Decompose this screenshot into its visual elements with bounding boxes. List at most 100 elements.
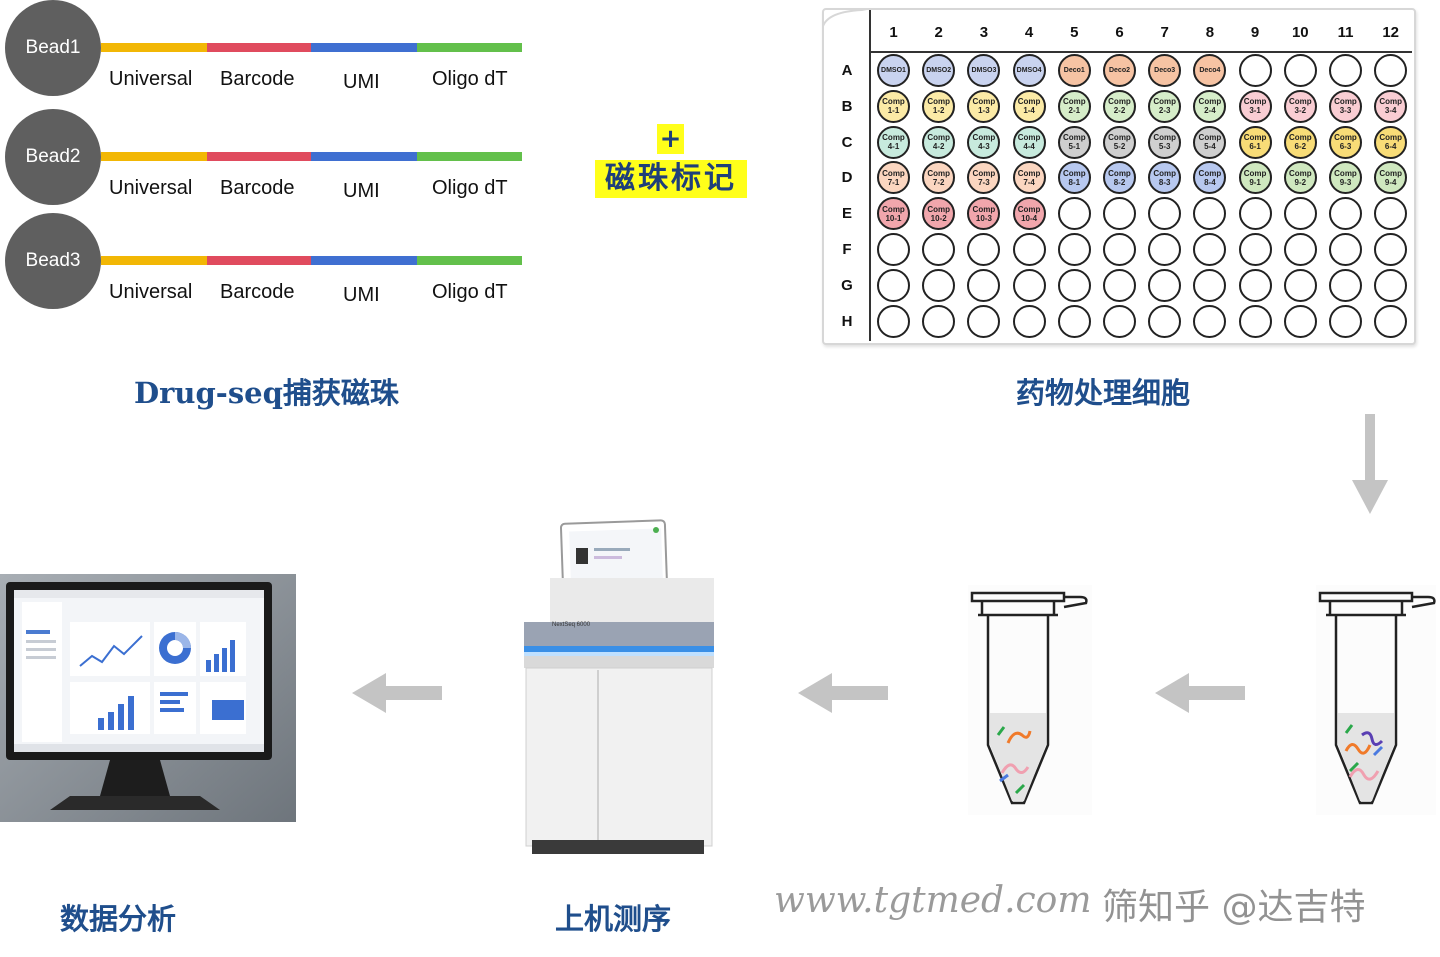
sample-tube-icon <box>968 585 1092 815</box>
well: Comp 2-3 <box>1148 89 1182 123</box>
plate-row-divider <box>869 10 871 341</box>
barcode-segment <box>207 152 311 161</box>
well <box>877 233 910 266</box>
well: Comp 1-2 <box>922 89 956 123</box>
segment-label-barcode: Barcode <box>220 68 295 90</box>
column-header: 7 <box>1160 24 1169 41</box>
well: Comp 3-2 <box>1283 89 1317 123</box>
well <box>922 304 956 338</box>
well <box>1103 233 1136 266</box>
well <box>1103 304 1136 338</box>
well: Comp 8-4 <box>1193 161 1227 195</box>
well: Comp 3-3 <box>1329 89 1362 123</box>
arrow-down-icon <box>1352 414 1388 514</box>
well: Comp 9-2 <box>1283 161 1317 195</box>
column-header: 9 <box>1250 24 1260 41</box>
segment-label-oligo-dt: Oligo dT <box>432 281 508 303</box>
segment-label-barcode: Barcode <box>220 281 295 303</box>
well <box>1283 268 1317 302</box>
analysis-monitor-image <box>0 574 296 822</box>
well: Comp 9-4 <box>1374 161 1408 195</box>
bead-row-1: Bead1 Universal Barcode UMI Oligo dT <box>0 0 540 100</box>
well <box>1283 197 1317 231</box>
well <box>967 233 1001 266</box>
well: Comp 2-2 <box>1103 89 1136 123</box>
umi-segment <box>311 152 417 161</box>
well: Comp 3-4 <box>1374 89 1408 123</box>
well <box>967 268 1001 302</box>
well: Comp 7-2 <box>922 161 956 195</box>
well <box>1283 233 1317 266</box>
bead-circle: Bead3 <box>5 213 101 309</box>
umi-segment <box>311 43 417 52</box>
well: Comp 10-1 <box>877 197 910 231</box>
well: Deco1 <box>1057 54 1091 87</box>
well: Comp 2-4 <box>1193 89 1227 123</box>
well <box>1238 197 1272 231</box>
well: Comp 9-3 <box>1329 161 1362 195</box>
well <box>1283 54 1317 87</box>
well: DMSO3 <box>967 54 1001 87</box>
well: Comp 6-2 <box>1283 125 1317 159</box>
well <box>1374 197 1408 231</box>
segment-label-umi: UMI <box>343 284 380 306</box>
bead-circle: Bead2 <box>5 109 101 205</box>
bead-name: Bead2 <box>25 146 81 167</box>
plus-sign: + <box>657 124 684 154</box>
well <box>1238 233 1272 266</box>
well <box>1103 197 1136 231</box>
well: Comp 7-3 <box>967 161 1001 195</box>
well: Comp 4-3 <box>967 125 1001 159</box>
well <box>922 233 956 266</box>
well <box>1012 304 1046 338</box>
column-header: 10 <box>1291 24 1309 41</box>
well <box>922 268 956 302</box>
bead-name: Bead3 <box>25 250 81 271</box>
segment-label-umi: UMI <box>343 71 380 93</box>
well: Comp 1-3 <box>967 89 1001 123</box>
barcode-segment <box>207 43 311 52</box>
column-header: 3 <box>979 24 989 41</box>
well: Comp 7-1 <box>877 161 910 195</box>
sample-tube-icon <box>1316 585 1436 815</box>
row-header: D <box>841 169 853 187</box>
well: Comp 10-3 <box>967 197 1001 231</box>
segment-label-universal: Universal <box>109 281 193 303</box>
well <box>1193 304 1227 338</box>
segment-label-umi: UMI <box>343 180 380 202</box>
well <box>1238 268 1272 302</box>
umi-segment <box>311 256 417 265</box>
bead-name: Bead1 <box>25 37 81 58</box>
universal-segment <box>101 152 207 161</box>
oligo-dt-segment <box>417 152 522 161</box>
plate-title: 药物处理细胞 <box>1016 376 1191 410</box>
column-header: 8 <box>1205 24 1215 41</box>
well: Comp 8-3 <box>1148 161 1182 195</box>
column-header: 12 <box>1382 24 1400 41</box>
well: Deco3 <box>1148 54 1182 87</box>
well: DMSO2 <box>922 54 956 87</box>
well: Comp 6-4 <box>1374 125 1408 159</box>
barcode-segment <box>207 256 311 265</box>
segment-label-universal: Universal <box>109 68 193 90</box>
well: Comp 4-2 <box>922 125 956 159</box>
well <box>1148 233 1182 266</box>
well <box>1148 304 1182 338</box>
universal-segment <box>101 43 207 52</box>
column-header: 11 <box>1337 24 1354 41</box>
segment-label-universal: Universal <box>109 177 193 199</box>
well <box>1374 54 1408 87</box>
bead-row-3: Bead3 Universal Barcode UMI Oligo dT <box>0 213 540 313</box>
well: Comp 5-1 <box>1057 125 1091 159</box>
bead-circle: Bead1 <box>5 0 101 96</box>
well <box>1148 197 1182 231</box>
column-header: 1 <box>889 24 898 41</box>
well <box>1238 304 1272 338</box>
well <box>1057 197 1091 231</box>
well <box>1193 268 1227 302</box>
watermark-text-zhihu: 筛知乎 @达吉特 <box>1102 887 1366 928</box>
well <box>877 268 910 302</box>
segment-label-barcode: Barcode <box>220 177 295 199</box>
well: Deco4 <box>1193 54 1227 87</box>
well: DMSO4 <box>1012 54 1046 87</box>
